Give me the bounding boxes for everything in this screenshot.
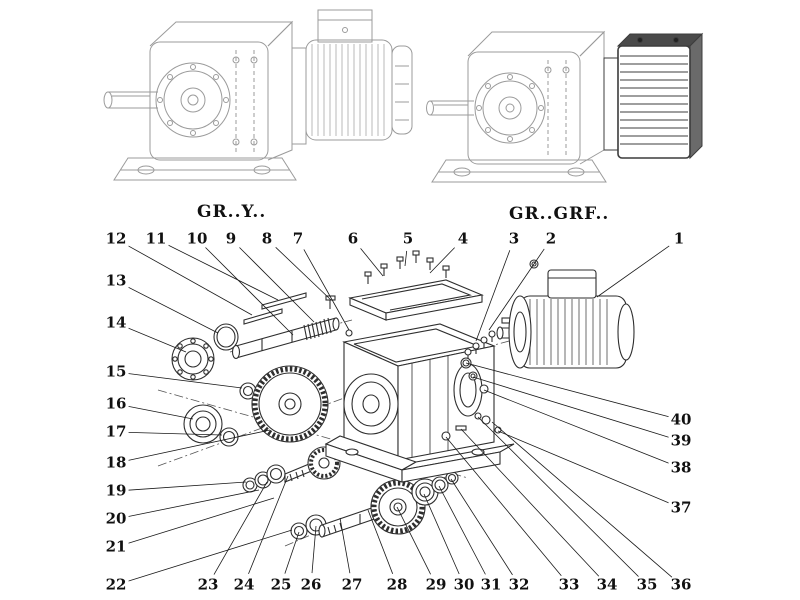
callout-26: 26 <box>298 575 324 594</box>
callout-29: 29 <box>423 575 449 594</box>
callout-37: 37 <box>668 498 694 517</box>
housing-cover <box>348 250 484 321</box>
output-shaft <box>426 100 474 116</box>
input-shaft-assembly <box>231 292 340 360</box>
variant-label-gr-grf: GR..GRF.. <box>509 204 610 224</box>
assembled-view-gr-grf <box>426 30 704 183</box>
callout-39: 39 <box>668 431 694 450</box>
callout-8: 8 <box>259 229 275 248</box>
callout-1: 1 <box>671 229 687 248</box>
callout-22: 22 <box>103 575 129 594</box>
callout-24: 24 <box>231 575 257 594</box>
callout-36: 36 <box>668 575 694 594</box>
output-shaft-assembly <box>290 471 459 540</box>
callout-11: 11 <box>143 229 169 248</box>
callout-38: 38 <box>668 458 694 477</box>
motor-exploded <box>496 259 635 369</box>
bearings-and-seals <box>171 323 257 447</box>
callout-35: 35 <box>634 575 660 594</box>
callout-13: 13 <box>103 271 129 290</box>
flange-block <box>603 32 704 160</box>
callout-3: 3 <box>506 229 522 248</box>
callout-5: 5 <box>400 229 416 248</box>
motor <box>291 9 413 145</box>
callout-4: 4 <box>455 229 471 248</box>
callout-12: 12 <box>103 229 129 248</box>
mounting-feet <box>431 159 607 183</box>
assembled-view-gr-y <box>103 9 413 181</box>
callout-40: 40 <box>668 410 694 429</box>
callout-34: 34 <box>594 575 620 594</box>
callout-6: 6 <box>345 229 361 248</box>
large-gear <box>251 365 329 443</box>
callout-14: 14 <box>103 313 129 332</box>
callout-9: 9 <box>223 229 239 248</box>
callout-18: 18 <box>103 453 129 472</box>
callout-2: 2 <box>543 229 559 248</box>
callout-16: 16 <box>103 394 129 413</box>
exploded-view <box>157 250 635 547</box>
callout-15: 15 <box>103 362 129 381</box>
callout-17: 17 <box>103 422 129 441</box>
callout-30: 30 <box>451 575 477 594</box>
callout-10: 10 <box>184 229 210 248</box>
callout-7: 7 <box>290 229 306 248</box>
callout-33: 33 <box>556 575 582 594</box>
callout-31: 31 <box>478 575 504 594</box>
callout-20: 20 <box>103 509 129 528</box>
mounting-feet <box>113 157 297 181</box>
callout-25: 25 <box>268 575 294 594</box>
callout-27: 27 <box>339 575 365 594</box>
gearbox-housing-exploded <box>324 323 515 483</box>
callout-32: 32 <box>506 575 532 594</box>
gearbox-housing <box>467 30 606 165</box>
gearbox-housing <box>149 20 294 161</box>
callout-19: 19 <box>103 481 129 500</box>
callout-28: 28 <box>384 575 410 594</box>
variant-label-gr-y: GR..Y.. <box>197 202 267 222</box>
callout-23: 23 <box>195 575 221 594</box>
callout-21: 21 <box>103 537 129 556</box>
